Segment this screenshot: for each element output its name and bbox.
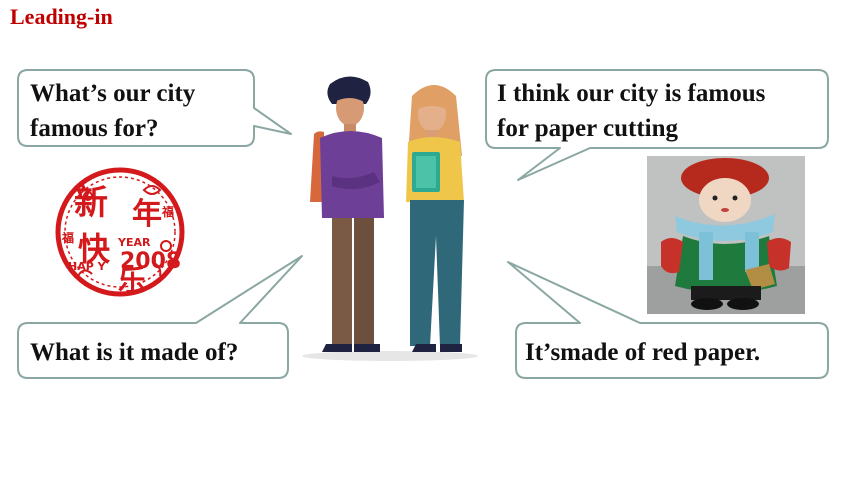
bubble-top-right-line2: for paper cutting: [497, 115, 679, 142]
slide-title: Leading-in: [10, 4, 113, 29]
bubble-top-left-line2: famous for?: [30, 115, 159, 142]
bubble-top-right-text: I think our city is famous for paper cut…: [497, 76, 765, 146]
girl-figure: [406, 85, 464, 352]
bubble-top-left-line1: What’s our city: [30, 80, 196, 107]
boy-figure: [310, 76, 384, 352]
paper-cut-year-word: YEAR: [117, 236, 151, 249]
paper-cut-image: 新 年 快 乐 YEAR HAP Y 2008 福 福: [55, 167, 185, 297]
clay-doll: [661, 158, 791, 310]
bubble-bottom-left-text: What is it made of?: [30, 339, 239, 366]
clay-doll-photo: [647, 156, 805, 314]
paper-cut-fu-2: 福: [61, 230, 74, 245]
paper-cut-char-2: 年: [132, 197, 162, 232]
bubble-top-right-line1: I think our city is famous: [497, 80, 766, 107]
paper-cut-char-1: 新: [74, 183, 108, 223]
paper-cut-happy-word: HAP Y: [68, 260, 107, 273]
bubble-top-left-text: What’s our city famous for?: [30, 76, 195, 146]
paper-cut-number: 2008: [120, 249, 181, 274]
paper-cut-char-3: 快: [78, 230, 111, 268]
bubble-bottom-right-text: It’smade of red paper.: [525, 339, 761, 366]
paper-cut-fu-1: 福: [161, 204, 174, 219]
students-illustration: [302, 76, 478, 361]
paper-cut-char-4: 乐: [118, 264, 146, 297]
